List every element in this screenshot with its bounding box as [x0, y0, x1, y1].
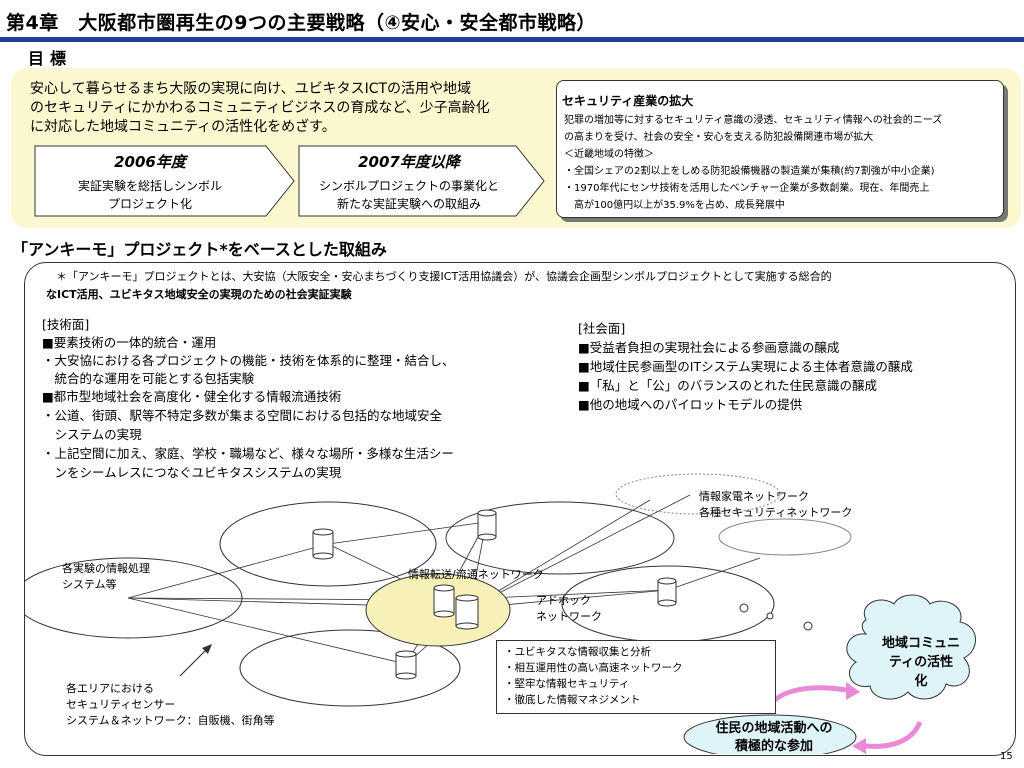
community-cloud	[846, 594, 976, 700]
network-diagram	[24, 473, 976, 754]
page-title: 第4章 大阪都市圏再生の9つの主要戦略（④安心・安全都市戦略）	[6, 12, 597, 34]
label-home-network: 情報家電ネットワーク	[699, 490, 809, 503]
phase-line: プロジェクト化	[107, 197, 192, 211]
feature-line: ・相互運用性の高い高速ネットワーク	[504, 662, 683, 674]
cycle-arrow	[765, 685, 847, 713]
tech-line: ■要素技術の一体的統合・運用	[42, 335, 217, 350]
goal-text: 安心して暮らせるまち大阪の実現に向け、ユビキタスICTの活用や地域 のセキュリテ…	[30, 80, 550, 137]
cycle-arrow-head	[846, 682, 860, 700]
phase-2007-arrow: 2007年度以降 シンボルプロジェクトの事業化と 新たな実証実験への取組み	[298, 145, 546, 217]
label-security-network: 各種セキュリティネットワーク	[699, 506, 853, 519]
section-heading: 「アンキーモ」プロジェクト*をベースとした取組み	[12, 240, 387, 259]
server-icon	[312, 528, 334, 560]
resident-bubble	[683, 714, 857, 754]
server-icon	[657, 577, 677, 607]
bubble-line: 住民の地域活動への	[715, 721, 833, 736]
resident-bubble-label: 住民の地域活動への 積極的な参加	[688, 720, 860, 756]
label-processing: システム等	[62, 578, 117, 591]
arrow-shape	[298, 145, 545, 217]
title-rule	[0, 37, 1024, 42]
label-transfer-network: 情報転送/流通ネットワーク	[408, 568, 544, 581]
phase-year: 2006年度	[114, 153, 186, 171]
network-areas	[24, 473, 852, 707]
goal-label: 目標	[28, 49, 73, 68]
security-line: ＜近畿地域の特徴＞	[564, 149, 654, 160]
sensor-pointer	[179, 647, 209, 677]
label-sensor: セキュリティセンサー	[66, 698, 176, 711]
project-note: ＊「アンキーモ」プロジェクトとは、大安協（大阪安全・安心まちづくり支援ICT活用…	[56, 270, 832, 283]
phase-year: 2007年度以降	[358, 153, 460, 171]
security-line: ・全国シェアの2割以上をしめる防犯設備機器の製造業が集積(約7割強が中小企業)	[564, 166, 935, 177]
cloud-line: 化	[914, 674, 928, 689]
sensor-pointer-head	[202, 644, 212, 654]
tech-line: ンをシームレスにつなぐユビキタスシステムの実現	[42, 465, 342, 480]
phase-2006-arrow: 2006年度 実証実験を総括しシンボル プロジェクト化	[34, 145, 296, 217]
label-processing: 各実験の情報処理	[62, 562, 150, 575]
security-industry-box	[556, 80, 1004, 218]
phase-line: シンボルプロジェクトの事業化と	[318, 179, 499, 193]
feature-line: ・ユビキタスな情報収集と分析	[504, 646, 651, 658]
project-box	[24, 262, 1016, 756]
arrow-shape	[34, 145, 295, 217]
social-line: ■他の地域へのパイロットモデルの提供	[578, 397, 803, 412]
cycle-arrow	[865, 720, 923, 749]
tech-line: 統合的な運用を可能とする包括実験	[42, 371, 255, 386]
tech-heading: [技術面]	[42, 317, 90, 332]
tech-line: ・公道、街頭、駅等不特定多数が集まる空間における包括的な地域安全	[42, 408, 443, 423]
goal-text-line: 安心して暮らせるまち大阪の実現に向け、ユビキタスICTの活用や地域	[30, 81, 472, 97]
security-line: 犯罪の増加等に対するセキュリティ意識の浸透、セキュリティ情報への社会的ニーズ	[564, 115, 943, 126]
cloud-line: ティの活性	[888, 655, 954, 670]
security-line: の高まりを受け、社会の安全・安心を支える防犯設備関連市場が拡大	[564, 132, 874, 143]
adhoc-nodes	[739, 603, 813, 631]
server-icon	[477, 509, 497, 541]
label-sensor: 各エリアにおける	[66, 682, 154, 695]
label-sensor: システム＆ネットワーク：自販機、街角等	[66, 714, 275, 727]
phase-line: 新たな実証実験への取組み	[336, 197, 481, 211]
tech-line: ・大安協における各プロジェクトの機能・技術を体系的に整理・結合し、	[42, 353, 455, 368]
tech-line: ■都市型地域社会を高度化・健全化する情報流通技術	[42, 389, 342, 404]
bubble-line: 積極的な参加	[734, 739, 813, 754]
server-icon	[455, 594, 479, 630]
feature-line: ・徹底した情報マネジメント	[504, 694, 641, 706]
feature-line: ・堅牢な情報セキュリティ	[504, 678, 630, 690]
server-icons	[312, 509, 677, 680]
tech-line: システムの実現	[42, 427, 142, 442]
goal-text-line: に対応した地域コミュニティの活性化をめざす。	[30, 119, 336, 135]
label-adhoc: ネットワーク	[536, 610, 602, 623]
security-line: 高が100億円以上が35.9%を占め、成長発展中	[564, 200, 785, 211]
cloud-line: 地域コミュニ	[881, 636, 960, 651]
goal-text-line: のセキュリティにかかわるコミュニティビジネスの育成など、少子高齢化	[30, 100, 490, 116]
label-adhoc: アドホック	[536, 594, 591, 607]
security-title: セキュリティ産業の拡大	[562, 94, 694, 108]
social-heading: [社会面]	[578, 321, 626, 336]
server-icon	[395, 650, 417, 680]
page-number: 15	[1000, 751, 1013, 762]
phase-line: 実証実験を総括しシンボル	[77, 179, 222, 193]
cycle-arrow-head	[852, 738, 866, 754]
tech-line: ・上記空間に加え、家庭、学校・職場など、様々な場所・多様な生活シー	[42, 446, 454, 461]
server-icon	[433, 584, 455, 618]
project-note: なICT活用、ユビキタス地域安全の実現のための社会実証実験	[46, 288, 352, 301]
social-line: ■「私」と「公」のバランスのとれた住民意識の醸成	[578, 378, 878, 393]
social-line: ■受益者負担の実現社会による参画意識の醸成	[578, 340, 840, 355]
features-box	[496, 640, 776, 714]
community-cloud-label: 地域コミュニ ティの活性 化	[862, 634, 980, 691]
security-line: ・1970年代にセンサ技術を活用したベンチャー企業が多数創業。現在、年間売上	[564, 183, 930, 194]
social-line: ■地域住民参画型のITシステム実現による主体者意識の醸成	[578, 359, 913, 374]
